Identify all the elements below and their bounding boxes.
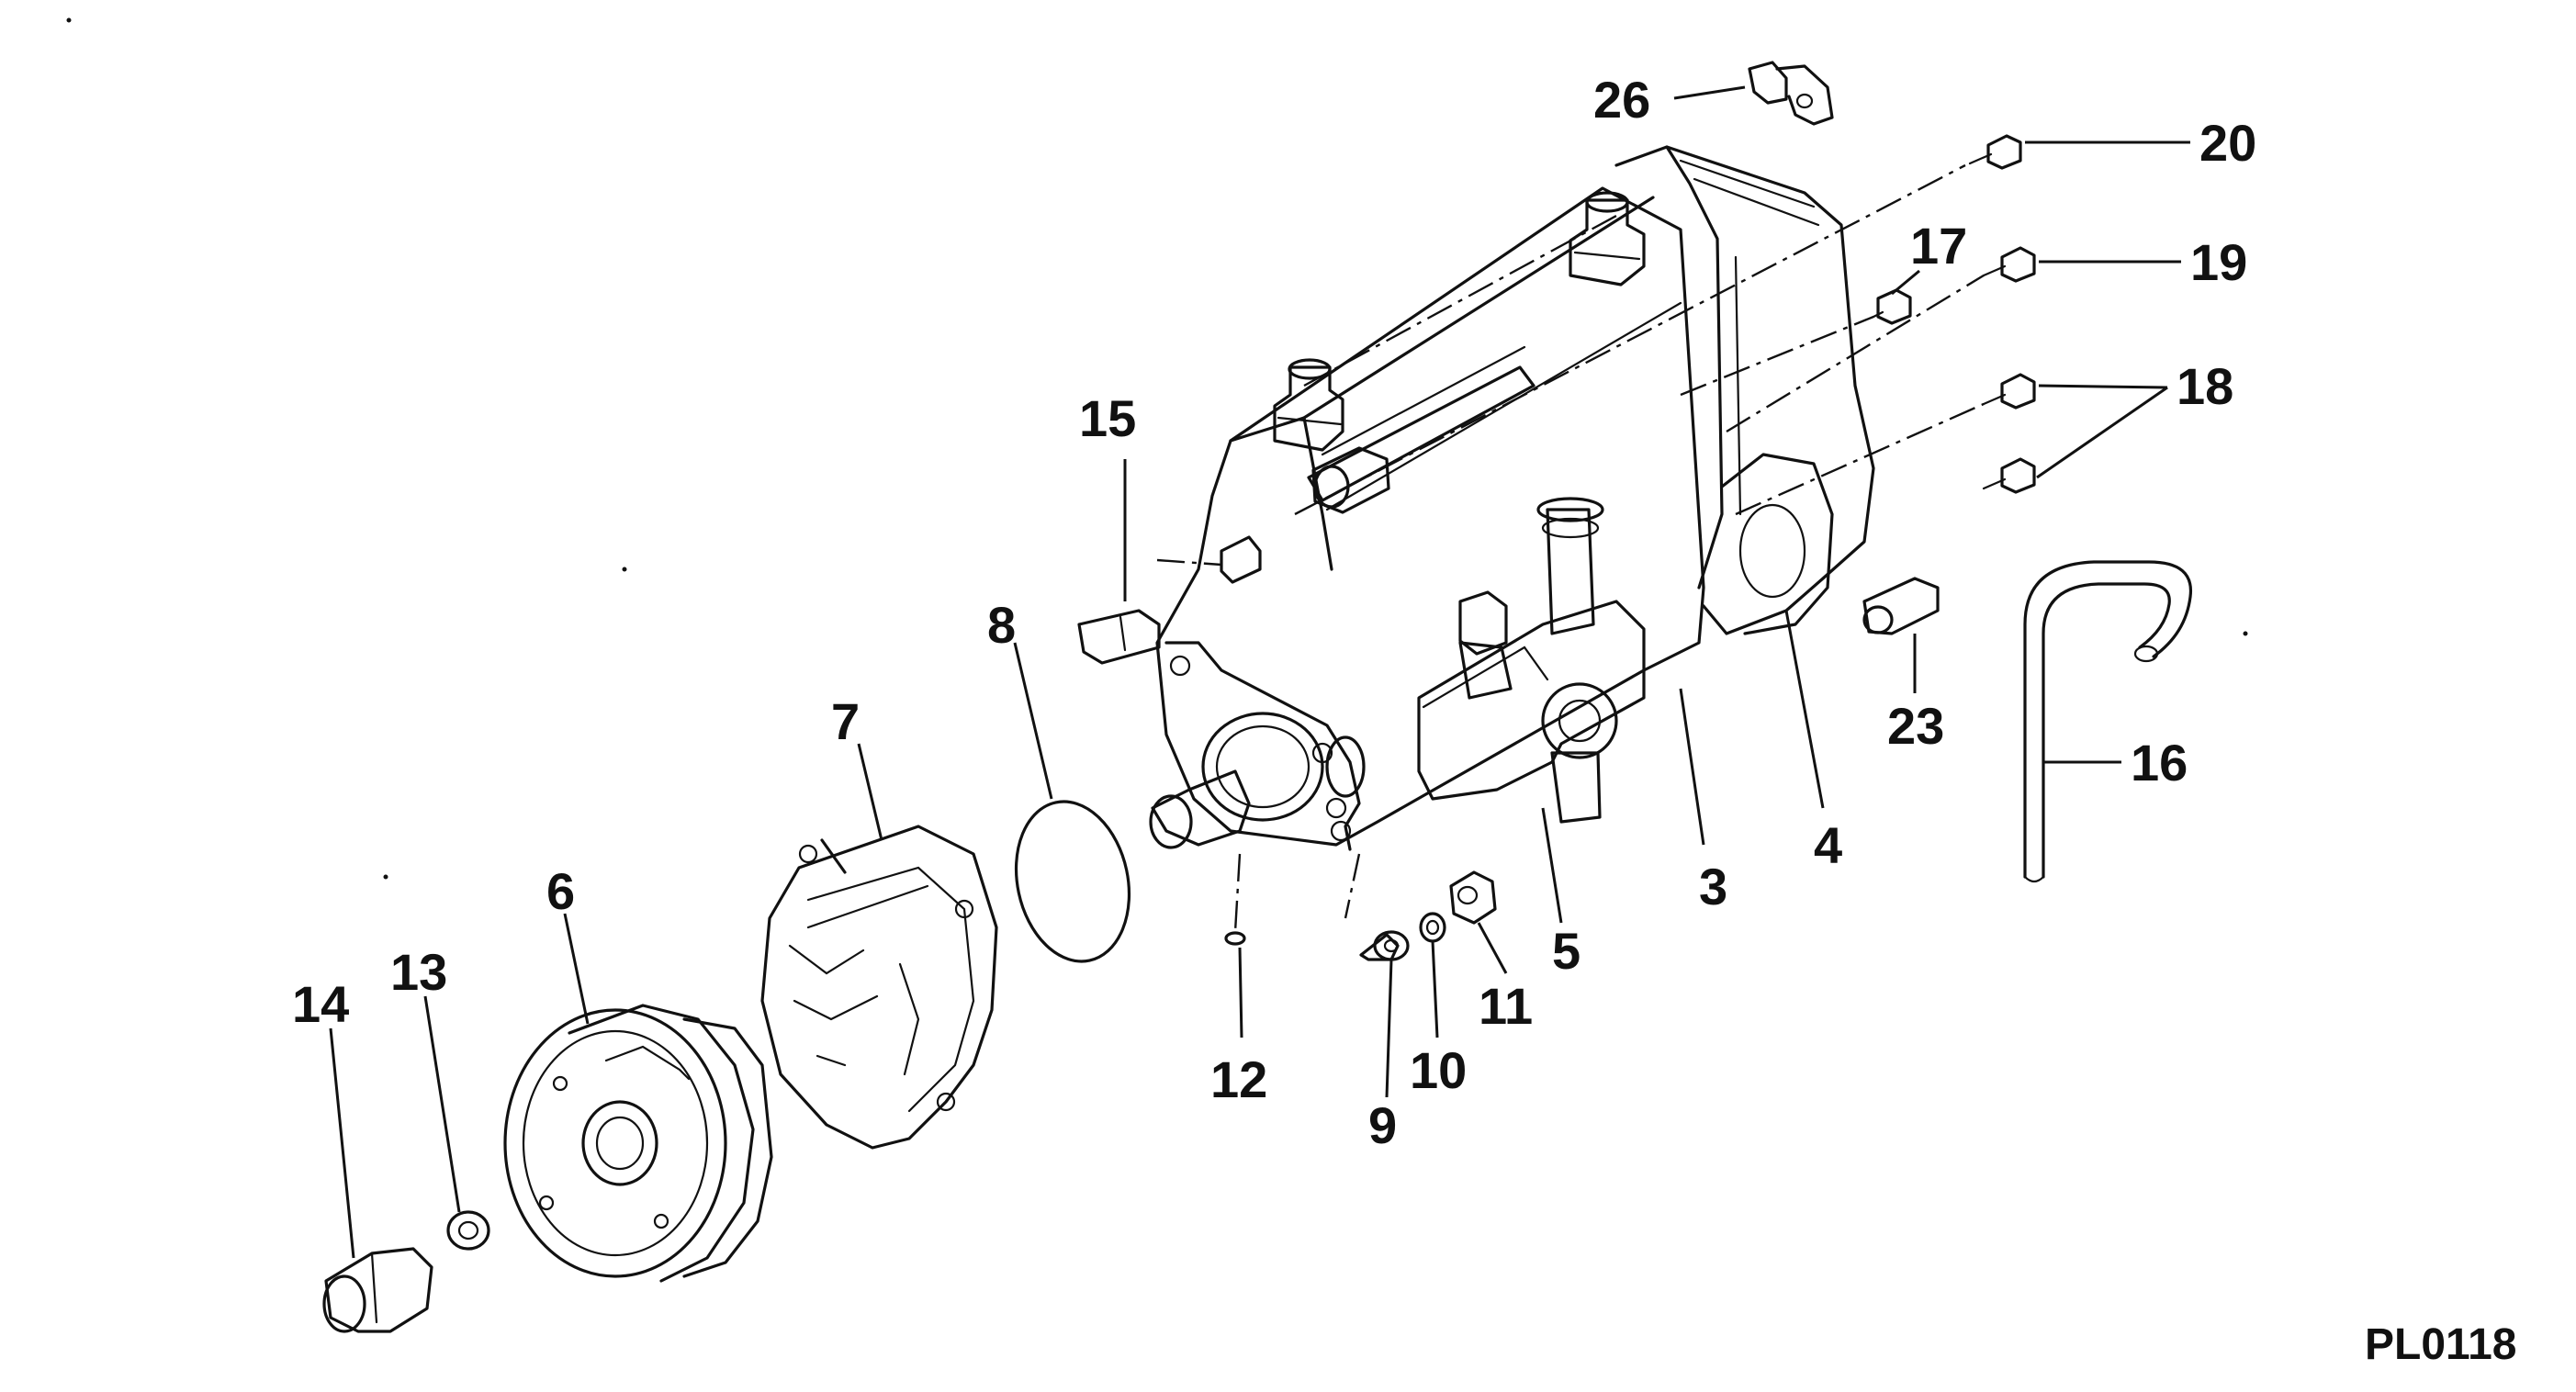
- callout-17: 17: [1910, 217, 1967, 275]
- callout-labels: 26 20 17 19 18 15 8 7 6 13 14 12 9 10 11…: [292, 71, 2516, 1369]
- o-ring-part-8: [1014, 800, 1131, 963]
- callout-23: 23: [1887, 697, 1944, 755]
- callout-3: 3: [1699, 858, 1727, 915]
- callout-8: 8: [987, 596, 1016, 654]
- cap-part-15: [1077, 609, 1161, 665]
- callout-7: 7: [831, 692, 860, 750]
- delivery-valve-holder: [1273, 358, 1344, 452]
- callout-13: 13: [390, 943, 447, 1001]
- figure-code: PL0118: [2365, 1320, 2516, 1369]
- callout-6: 6: [546, 862, 575, 920]
- callout-10: 10: [1410, 1041, 1467, 1099]
- callout-11: 11: [1479, 977, 1533, 1035]
- washer-part-10: [1419, 912, 1446, 943]
- overflow-pipe-part-16: [2023, 560, 2193, 883]
- registration-marks: [66, 17, 2248, 880]
- delivery-valve-holder: [1569, 191, 1646, 286]
- callout-15: 15: [1079, 389, 1136, 447]
- gear-housing-part-7: [760, 825, 998, 1150]
- clip-part-26: [1748, 61, 1834, 126]
- callout-26: 26: [1593, 71, 1650, 129]
- callout-14: 14: [292, 975, 349, 1033]
- feed-pump-part-5: [1417, 497, 1646, 824]
- callout-16: 16: [2131, 734, 2188, 791]
- spring-washer-part-13: [446, 1210, 490, 1251]
- pump-body-part-3: [1149, 145, 1875, 851]
- bolt-part-18a: [1982, 373, 2036, 410]
- callout-9: 9: [1368, 1096, 1397, 1154]
- washer-part-9: [1359, 930, 1410, 961]
- nut-part-14: [322, 1247, 433, 1333]
- bolt-part-20: [1968, 134, 2022, 170]
- assembly-axis-lines: [1156, 163, 1985, 933]
- key-part-12: [1224, 931, 1246, 946]
- callout-12: 12: [1210, 1050, 1267, 1108]
- callout-19: 19: [2190, 233, 2247, 291]
- leader-lines: [329, 85, 2190, 1259]
- drive-gear-part-6: [503, 1004, 773, 1283]
- nut-part-11: [1449, 870, 1497, 925]
- stud-part-23: [1862, 577, 1940, 635]
- bolt-part-18b: [1982, 457, 2036, 494]
- callout-4: 4: [1814, 816, 1842, 874]
- bolt-part-17: [1872, 288, 1912, 325]
- callout-5: 5: [1552, 922, 1580, 980]
- bolt-part-19: [1982, 246, 2036, 283]
- callout-20: 20: [2199, 114, 2256, 172]
- callout-18: 18: [2177, 357, 2233, 415]
